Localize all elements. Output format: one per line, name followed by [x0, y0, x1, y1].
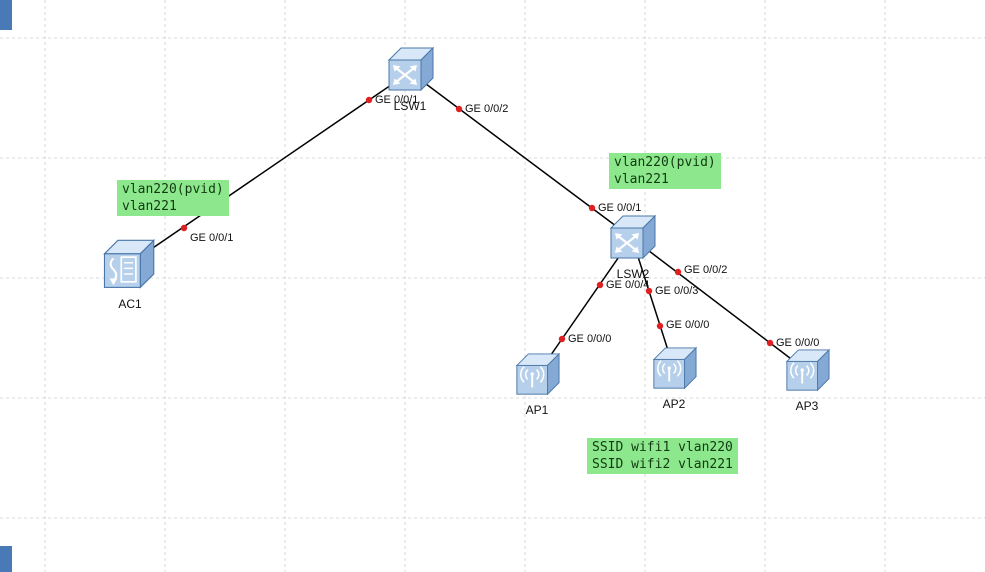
device-ap3[interactable] [783, 348, 831, 394]
port-label: GE 0/0/2 [465, 103, 509, 115]
port-label: GE 0/0/0 [776, 337, 820, 349]
annotation-note-1[interactable]: vlan220(pvid) vlan221 [117, 180, 229, 216]
port-label: GE 0/0/1 [598, 202, 642, 214]
link[interactable] [631, 237, 675, 370]
port-dot [180, 224, 188, 232]
window-edge-bottom-left [0, 546, 12, 572]
port-dot [588, 204, 596, 212]
window-edge-top-left [0, 0, 12, 30]
device-ap2[interactable] [650, 346, 698, 392]
device-label-ap2: AP2 [662, 397, 686, 411]
ap-icon [650, 346, 698, 392]
annotation-note-3[interactable]: SSID wifi1 vlan220 SSID wifi2 vlan221 [587, 438, 738, 474]
port-label: GE 0/0/0 [666, 319, 710, 331]
port-label: GE 0/0/0 [568, 333, 612, 345]
device-label-lsw2: LSW2 [616, 267, 650, 281]
device-label-ap3: AP3 [795, 399, 819, 413]
port-dot [455, 105, 463, 113]
port-dot [656, 322, 664, 330]
device-label-ap1: AP1 [525, 403, 549, 417]
ap-icon [513, 352, 561, 398]
port-label: GE 0/0/2 [684, 264, 728, 276]
link[interactable] [536, 237, 633, 376]
switch-icon [607, 214, 657, 262]
device-label-lsw1: LSW1 [393, 99, 427, 113]
port-dot [558, 335, 566, 343]
port-dot [596, 281, 604, 289]
device-ap1[interactable] [513, 352, 561, 398]
device-ac1[interactable] [100, 238, 156, 292]
port-dot [766, 339, 774, 347]
ac-icon [100, 238, 156, 292]
device-label-ac1: AC1 [118, 297, 142, 311]
device-lsw1[interactable] [385, 46, 435, 94]
port-label: GE 0/0/1 [375, 94, 419, 106]
link[interactable] [409, 71, 633, 239]
switch-icon [385, 46, 435, 94]
port-dot [674, 268, 682, 276]
annotation-note-2[interactable]: vlan220(pvid) vlan221 [609, 153, 721, 189]
link[interactable] [127, 71, 411, 266]
ap-icon [783, 348, 831, 394]
port-dot [645, 287, 653, 295]
port-dot [365, 96, 373, 104]
port-label: GE 0/0/3 [655, 285, 699, 297]
device-lsw2[interactable] [607, 214, 657, 262]
port-label: GE 0/0/1 [190, 232, 234, 244]
port-label: GE 0/0/4 [606, 279, 650, 291]
link[interactable] [631, 237, 808, 372]
